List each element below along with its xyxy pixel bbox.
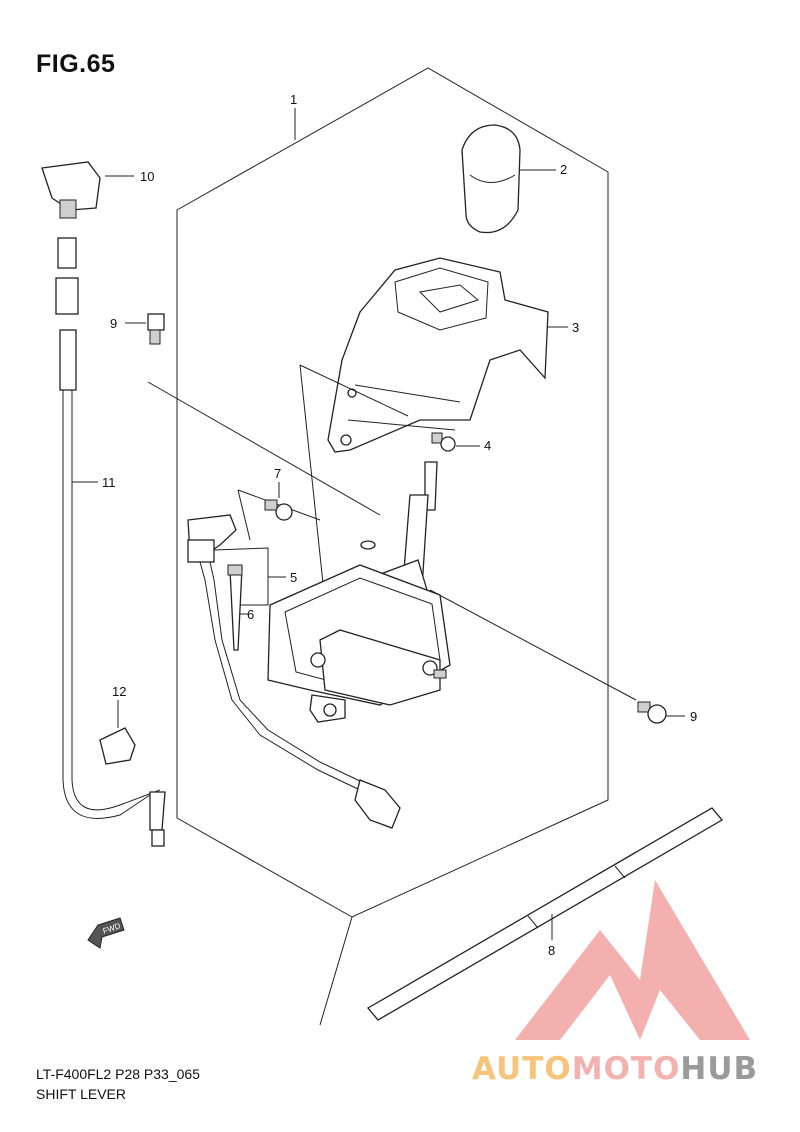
neutral-switch [187, 514, 401, 829]
figure-title: FIG.65 [36, 50, 116, 78]
watermark-hub: HUB [680, 1051, 759, 1087]
bolt-9-lower [637, 701, 685, 724]
callout-12: 12 [112, 684, 126, 699]
bolt-9-upper [125, 313, 165, 345]
shift-rod [319, 807, 723, 1026]
bolt-7 [264, 482, 293, 521]
section-name: SHIFT LEVER [36, 1086, 126, 1102]
callout-8: 8 [548, 943, 555, 958]
lever-assembly [267, 461, 451, 723]
callout-9-lower: 9 [690, 709, 697, 724]
callout-9-upper: 9 [110, 316, 117, 331]
callout-11: 11 [102, 475, 116, 490]
shift-cover [327, 257, 568, 453]
callout-2: 2 [560, 162, 567, 177]
shift-cable [41, 161, 166, 847]
watermark-moto: MOTO [571, 1051, 681, 1087]
assembly-outline [176, 67, 609, 918]
callout-1: 1 [290, 92, 297, 107]
watermark-auto: AUTO [472, 1051, 572, 1087]
callout-7: 7 [274, 466, 281, 481]
callout-6: 6 [247, 607, 254, 622]
model-code: LT-F400FL2 P28 P33_065 [36, 1066, 200, 1082]
cable-clamp [99, 700, 136, 765]
bolt-4 [431, 432, 480, 452]
callout-5: 5 [290, 570, 297, 585]
callout-3: 3 [572, 320, 579, 335]
watermark-text: AUTOMOTOHUB [472, 1051, 758, 1087]
cable-tie [227, 564, 248, 651]
callout-4: 4 [484, 438, 491, 453]
fwd-arrow: FWD [87, 917, 125, 949]
watermark-logo [515, 880, 750, 1040]
callout-10: 10 [140, 169, 154, 184]
shift-knob [461, 124, 556, 234]
